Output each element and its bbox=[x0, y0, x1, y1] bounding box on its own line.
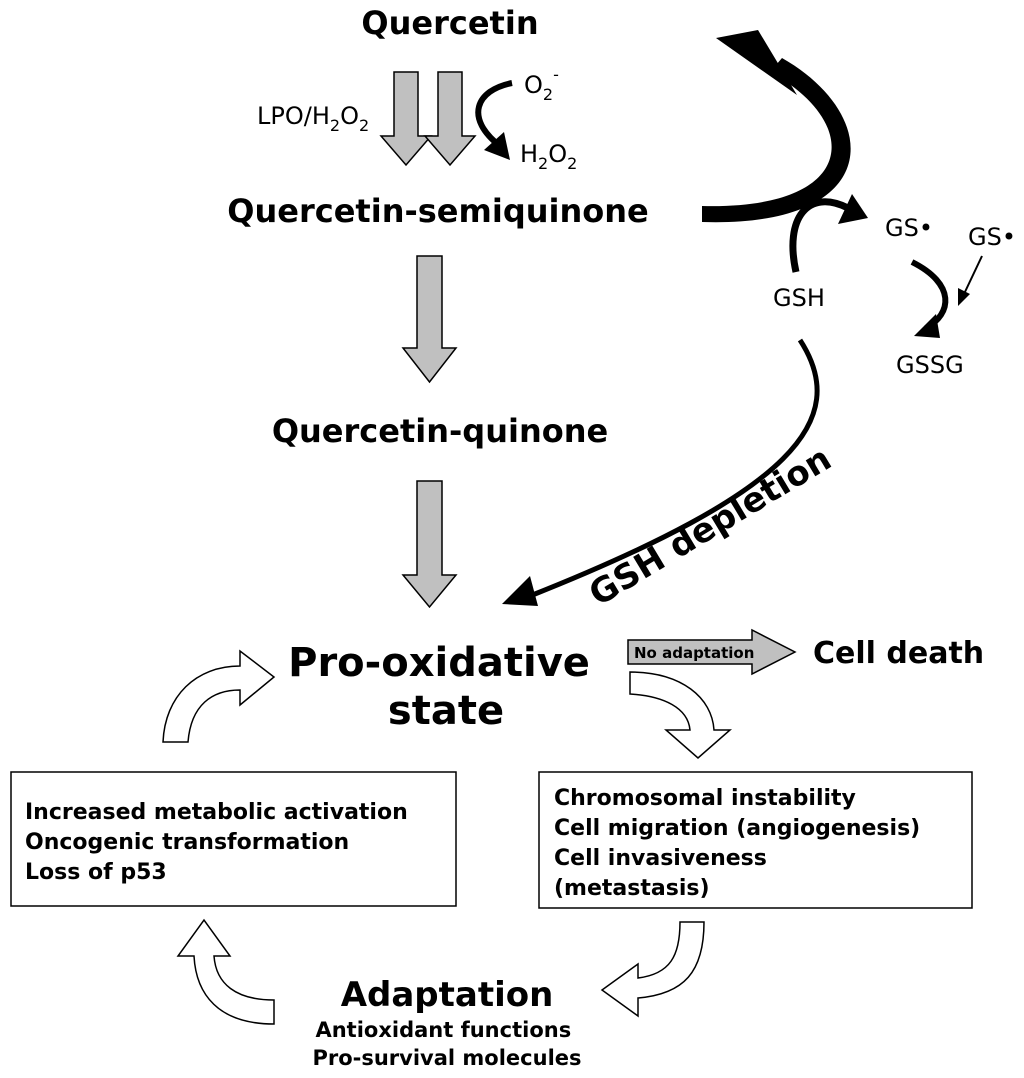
right-consequence-box bbox=[538, 771, 973, 909]
left-box-line-1: Increased metabolic activation bbox=[25, 800, 408, 825]
adaptation-item-2: Pro-survival molecules bbox=[312, 1046, 581, 1070]
gray-arrow-to-quinone bbox=[401, 255, 458, 384]
recycle-arrow-body bbox=[702, 58, 851, 223]
right-box-line-1: Chromosomal instability bbox=[554, 786, 856, 811]
gray-arrow-to-pro-oxidative bbox=[401, 480, 458, 609]
pro-oxidative-line-1: Pro-oxidative bbox=[288, 640, 590, 686]
right-box-line-3: Cell invasiveness bbox=[554, 846, 767, 871]
gs-to-gssg-arrow bbox=[910, 259, 949, 331]
gray-arrow-lpo bbox=[379, 71, 433, 167]
gs-radical-label-1: GS• bbox=[885, 214, 933, 242]
cycle-arrow-adaptation-to-left bbox=[176, 918, 275, 1025]
gsh-depletion-arrow bbox=[529, 338, 820, 599]
adaptation-label: Adaptation bbox=[341, 975, 554, 1015]
gs2-to-gssg-line bbox=[963, 255, 983, 295]
lpo-h2o2-label: LPO/H2O2 bbox=[257, 102, 369, 135]
superoxide-to-h2o2-arrow bbox=[475, 80, 513, 149]
superoxide-arrowhead bbox=[484, 132, 510, 160]
gsh-label: GSH bbox=[773, 284, 825, 312]
gsh-depletion-arrowhead bbox=[502, 576, 538, 606]
gs-to-gssg-arrowhead bbox=[914, 314, 940, 338]
superoxide-label: O2- bbox=[524, 65, 559, 104]
gsh-arrowhead bbox=[838, 194, 868, 224]
no-adaptation-arrow bbox=[627, 628, 797, 676]
left-box-line-2: Oncogenic transformation bbox=[25, 830, 349, 855]
gray-arrow-superoxide bbox=[423, 71, 477, 167]
h2o2-label: H2O2 bbox=[520, 140, 577, 173]
recycle-arrowhead bbox=[716, 30, 797, 95]
gs-radical-label-2: GS• bbox=[968, 223, 1016, 251]
quercetin-label: Quercetin bbox=[361, 4, 538, 42]
semiquinone-label: Quercetin-semiquinone bbox=[227, 192, 648, 230]
adaptation-items: Antioxidant functions Pro-survival molec… bbox=[312, 1018, 581, 1070]
gsh-to-gs-arrow bbox=[789, 198, 850, 273]
gssg-label: GSSG bbox=[896, 351, 964, 379]
right-box-line-2: Cell migration (angiogenesis) bbox=[554, 816, 920, 841]
gs2-to-gssg-arrowhead bbox=[958, 288, 970, 306]
adaptation-item-1: Antioxidant functions bbox=[315, 1018, 571, 1042]
cycle-arrow-right-down bbox=[629, 671, 732, 759]
gsh-depletion-label: GSH depletion bbox=[582, 439, 838, 615]
right-box-line-4: (metastasis) bbox=[554, 876, 710, 901]
quinone-label: Quercetin-quinone bbox=[272, 412, 608, 450]
cycle-arrow-right-to-adaptation bbox=[600, 921, 705, 1018]
left-box-line-3: Loss of p53 bbox=[25, 860, 167, 885]
left-consequence-box bbox=[10, 771, 457, 907]
left-box-text: Increased metabolic activation Oncogenic… bbox=[25, 800, 415, 885]
pro-oxidative-line-2: state bbox=[388, 688, 504, 734]
cycle-arrow-left-up bbox=[162, 649, 276, 743]
right-box-text: Chromosomal instability Cell migration (… bbox=[554, 786, 928, 901]
cell-death-label: Cell death bbox=[813, 636, 984, 671]
no-adaptation-label: No adaptation bbox=[634, 644, 754, 662]
pro-oxidative-label: Pro-oxidative state bbox=[288, 640, 604, 734]
